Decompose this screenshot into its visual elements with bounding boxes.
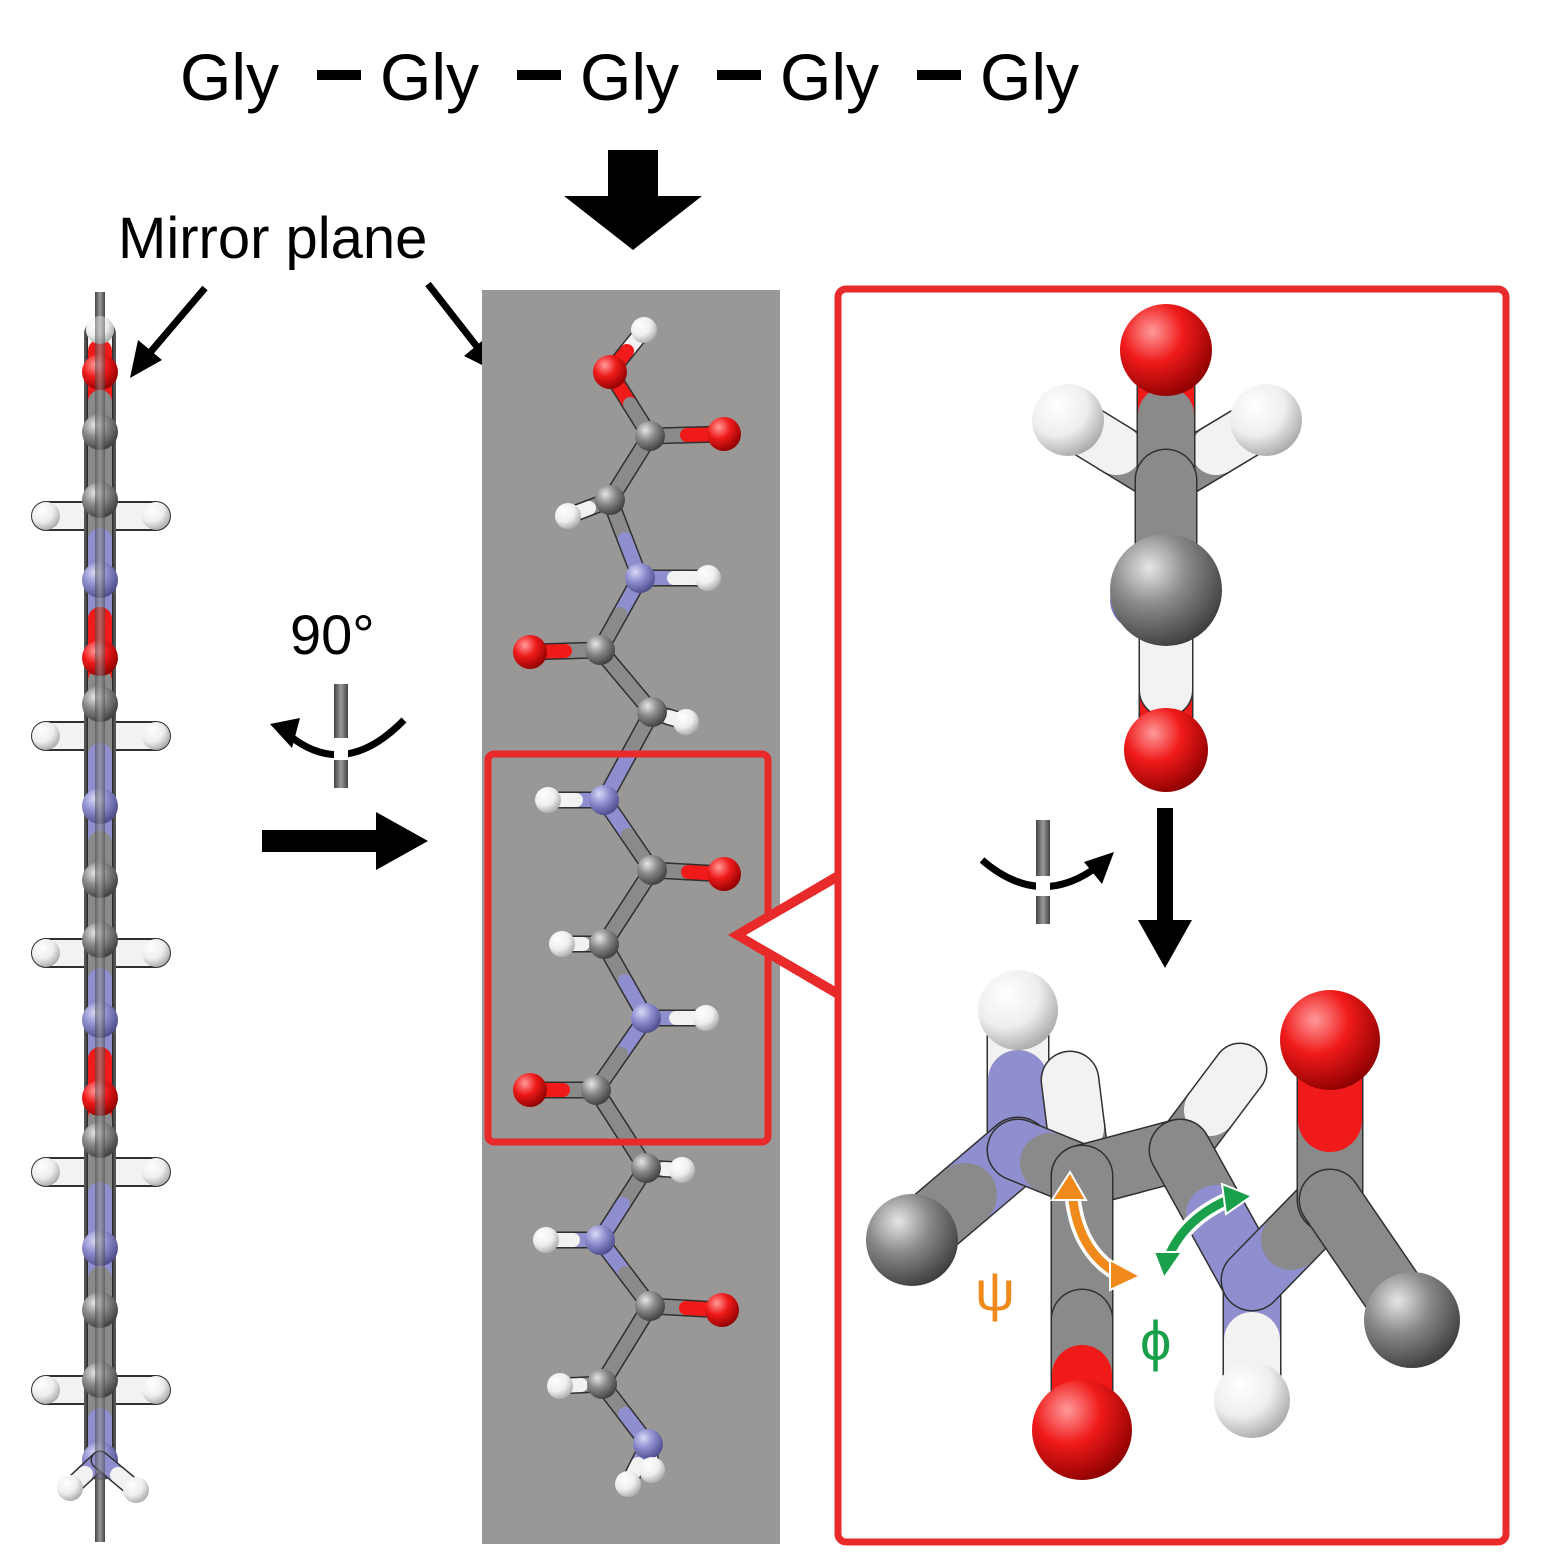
hydrogen-atom (32, 502, 60, 530)
oxygen-atom (707, 417, 741, 451)
oxygen-atom (1032, 1380, 1132, 1480)
residue-5: Gly (980, 40, 1079, 114)
hydrogen-atom (693, 1005, 719, 1031)
hydrogen-atom (123, 1477, 149, 1503)
mirror-plane-label: Mirror plane (118, 206, 427, 271)
bond-hydrogen (1184, 1044, 1266, 1136)
residue-3: Gly (580, 40, 679, 114)
bond-hydrogen (1042, 1052, 1104, 1156)
phi-label: ϕ (1140, 1309, 1171, 1372)
hydrogen-atom (547, 1373, 573, 1399)
carbon-atom (595, 485, 625, 515)
side-view-molecule (31, 292, 171, 1542)
carbon-atom (637, 697, 667, 727)
nitrogen-atom (631, 1003, 661, 1033)
carbon-atom (637, 855, 667, 885)
hydrogen-atom (978, 970, 1058, 1050)
nitrogen-atom (589, 785, 619, 815)
carbon-atom (635, 1291, 665, 1321)
oxygen-atom (513, 1073, 547, 1107)
carbon-atom (589, 929, 619, 959)
carbon-atom (1110, 534, 1222, 646)
hydrogen-atom (669, 1157, 695, 1183)
carbon-atom (635, 421, 665, 451)
hydrogen-atom (549, 931, 575, 957)
hydrogen-atom (695, 565, 721, 591)
hydrogen-atom (142, 722, 170, 750)
carbon-atom (866, 1194, 958, 1286)
hydrogen-atom (1214, 1362, 1290, 1438)
oxygen-atom (1120, 304, 1212, 396)
residue-2: Gly (380, 40, 479, 114)
peptide-bond-3 (717, 70, 761, 80)
hydrogen-atom (631, 317, 657, 343)
hydrogen-atom (673, 709, 699, 735)
carbon-atom (587, 1369, 617, 1399)
oxygen-atom (513, 635, 547, 669)
oxygen-atom (705, 1293, 739, 1327)
mirror-plane-overlay (95, 292, 105, 1542)
hydrogen-atom (533, 1227, 559, 1253)
hydrogen-atom (32, 1158, 60, 1186)
sequence-title: Gly Gly Gly Gly Gly (180, 40, 1079, 114)
peptide-bond-1 (317, 70, 361, 80)
rotation-axis-small-icon (979, 820, 1114, 924)
pointer-arrow-left-icon (130, 285, 208, 378)
carbon-atom (585, 635, 615, 665)
hydrogen-atom (615, 1471, 641, 1497)
oxygen-atom (1124, 708, 1208, 792)
big-down-arrow-icon (564, 150, 702, 250)
nitrogen-atom (625, 563, 655, 593)
hydrogen-atom (32, 1376, 60, 1404)
rotation-angle-label: 90° (290, 603, 375, 666)
zoom-panel: ψ ϕ (834, 285, 1510, 1546)
hydrogen-atom (142, 939, 170, 967)
hydrogen-atom (535, 787, 561, 813)
front-view-panel (482, 290, 780, 1544)
hydrogen-atom (32, 722, 60, 750)
residue-4: Gly (780, 40, 879, 114)
peptide-bond-2 (517, 70, 561, 80)
psi-rotation-icon (1050, 1170, 1143, 1292)
hydrogen-atom (142, 1376, 170, 1404)
hydrogen-atom (1230, 384, 1302, 456)
rotation-axis-icon (270, 684, 407, 788)
oxygen-atom (1280, 990, 1380, 1090)
carbon-atom (631, 1153, 661, 1183)
right-arrow-icon (262, 812, 428, 870)
hydrogen-atom (142, 1158, 170, 1186)
psi-label: ψ (975, 1259, 1015, 1322)
hydrogen-atom (555, 503, 581, 529)
down-arrow-icon (1138, 808, 1192, 968)
carbon-atom (1364, 1272, 1460, 1368)
residue-1: Gly (180, 40, 279, 114)
hydrogen-atom (32, 939, 60, 967)
carbon-atom (581, 1075, 611, 1105)
phi-rotation-icon (1152, 1182, 1255, 1281)
hydrogen-atom (57, 1475, 83, 1501)
nitrogen-atom (585, 1225, 615, 1255)
peptide-bond-4 (917, 70, 961, 80)
oxygen-atom (593, 355, 627, 389)
hydrogen-atom (639, 1457, 665, 1483)
hydrogen-atom (142, 502, 170, 530)
oxygen-atom (707, 857, 741, 891)
hydrogen-atom (1032, 384, 1104, 456)
nitrogen-atom (633, 1429, 663, 1459)
